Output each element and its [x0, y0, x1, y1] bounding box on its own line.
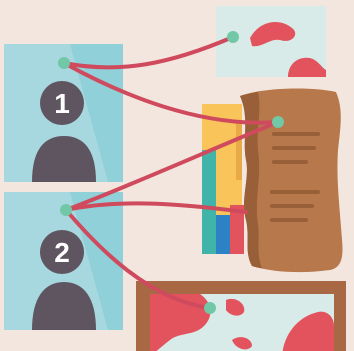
badge-number-2: 2 — [54, 237, 70, 268]
pin-card-1 — [58, 57, 70, 69]
framed-map-bottom — [136, 281, 346, 351]
books-stack — [202, 104, 244, 254]
pin-card-2 — [60, 204, 72, 216]
pin-scroll — [272, 116, 284, 128]
pin-map-top — [227, 31, 239, 43]
badge-number-1: 1 — [54, 88, 70, 119]
scroll-document — [240, 89, 343, 273]
pin-framed-map — [204, 302, 216, 314]
